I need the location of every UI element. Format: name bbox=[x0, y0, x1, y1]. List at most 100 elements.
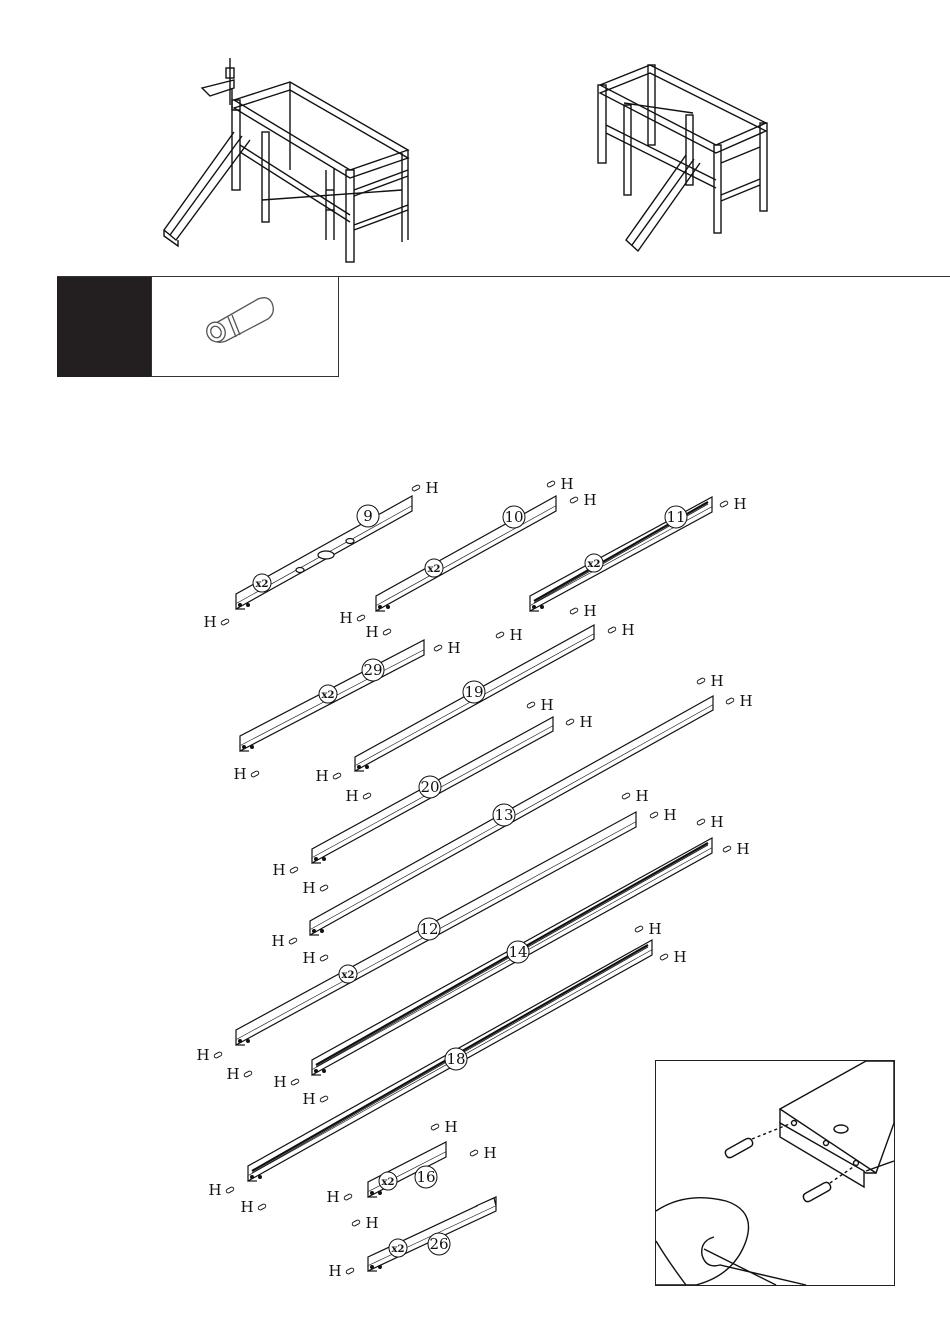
svg-text:H: H bbox=[240, 1198, 253, 1216]
svg-text:H: H bbox=[447, 639, 460, 657]
svg-text:x2: x2 bbox=[256, 579, 269, 590]
dowel-h-part-16: H bbox=[431, 1118, 458, 1136]
svg-text:H: H bbox=[509, 626, 522, 644]
svg-text:13: 13 bbox=[494, 806, 513, 824]
svg-text:H: H bbox=[302, 879, 315, 897]
dowel-h-part-16: H bbox=[470, 1144, 497, 1162]
dowel-h-part-12: H bbox=[622, 787, 649, 805]
dowel-h-part-14: H bbox=[697, 813, 724, 831]
svg-text:H: H bbox=[302, 949, 315, 967]
dowel-h-part-19: H bbox=[345, 787, 371, 805]
part-29-label: 29 bbox=[362, 659, 384, 681]
svg-text:H: H bbox=[710, 813, 723, 831]
dowel-h-part-20: H bbox=[272, 861, 298, 879]
dowel-h-part-18: H bbox=[240, 1198, 266, 1216]
svg-text:x2: x2 bbox=[322, 690, 335, 701]
dowel-h-part-11: H bbox=[496, 626, 523, 644]
dowel-h-part-9: H bbox=[412, 479, 439, 497]
svg-text:H: H bbox=[226, 1065, 239, 1083]
part-11-label: 11 bbox=[665, 506, 687, 528]
dowel-h-part-20: H bbox=[527, 696, 554, 714]
svg-text:H: H bbox=[425, 479, 438, 497]
svg-text:H: H bbox=[710, 672, 723, 690]
svg-text:29: 29 bbox=[363, 661, 382, 679]
dowel-h-part-10: H bbox=[365, 623, 391, 641]
dowel-h-part-19: H bbox=[608, 621, 635, 639]
dowel-insert-detail-illustration bbox=[656, 1061, 894, 1285]
dowel-h-part-13: H bbox=[271, 932, 297, 950]
svg-text:H: H bbox=[583, 491, 596, 509]
part-16-quantity: x2 bbox=[379, 1172, 397, 1190]
dowel-h-part-20: H bbox=[302, 879, 328, 897]
dowel-h-part-14: H bbox=[723, 840, 750, 858]
part-19-label: 19 bbox=[463, 681, 485, 703]
loft-bed-slide-right-illustration bbox=[590, 55, 780, 275]
step-number-block bbox=[57, 277, 151, 377]
dowel-h-part-20: H bbox=[566, 713, 593, 731]
svg-text:x2: x2 bbox=[588, 559, 601, 570]
dowel-h-part-11: H bbox=[720, 495, 747, 513]
svg-text:11: 11 bbox=[666, 508, 685, 526]
dowel-h-part-10: H bbox=[339, 609, 365, 627]
svg-text:18: 18 bbox=[446, 1050, 465, 1068]
dowel-h-part-29: H bbox=[434, 639, 461, 657]
part-26-quantity: x2 bbox=[389, 1239, 407, 1257]
dowel-h-part-14: H bbox=[273, 1073, 299, 1091]
dowel-h-part-16: H bbox=[326, 1188, 352, 1206]
dowel-h-part-10: H bbox=[547, 475, 574, 493]
svg-text:H: H bbox=[444, 1118, 457, 1136]
part-10-quantity: x2 bbox=[425, 559, 443, 577]
svg-text:H: H bbox=[203, 613, 216, 631]
svg-text:19: 19 bbox=[464, 683, 483, 701]
svg-text:H: H bbox=[739, 692, 752, 710]
dowel-h-part-18: H bbox=[660, 948, 687, 966]
dowel-h-part-18: H bbox=[635, 920, 662, 938]
svg-text:12: 12 bbox=[419, 920, 438, 938]
part-12-quantity: x2 bbox=[339, 965, 357, 983]
svg-text:H: H bbox=[483, 1144, 496, 1162]
part-29-quantity: x2 bbox=[319, 685, 337, 703]
dowel-h-part-19: H bbox=[315, 767, 341, 785]
svg-text:H: H bbox=[272, 861, 285, 879]
svg-text:H: H bbox=[273, 1073, 286, 1091]
svg-text:H: H bbox=[345, 787, 358, 805]
svg-text:H: H bbox=[635, 787, 648, 805]
svg-text:x2: x2 bbox=[428, 564, 441, 575]
dowel-h-part-26: H bbox=[328, 1262, 354, 1280]
dowel-h-part-29: H bbox=[233, 765, 259, 783]
part-9-label: 9 bbox=[357, 505, 379, 527]
dowel-h-part-9: H bbox=[203, 613, 229, 631]
dowel-h-part-13: H bbox=[697, 672, 724, 690]
dowel-detail-inset bbox=[655, 1060, 895, 1286]
part-11-quantity: x2 bbox=[585, 554, 603, 572]
svg-text:H: H bbox=[326, 1188, 339, 1206]
svg-text:H: H bbox=[663, 806, 676, 824]
part-10-label: 10 bbox=[503, 506, 525, 528]
dowel-h-part-10: H bbox=[570, 491, 597, 509]
svg-text:H: H bbox=[271, 932, 284, 950]
svg-text:H: H bbox=[208, 1181, 221, 1199]
dowel-h-part-18: H bbox=[208, 1181, 234, 1199]
svg-text:26: 26 bbox=[429, 1235, 448, 1253]
svg-text:16: 16 bbox=[416, 1168, 435, 1186]
part-18-label: 18 bbox=[445, 1048, 467, 1070]
svg-text:x2: x2 bbox=[392, 1244, 405, 1255]
svg-text:H: H bbox=[339, 609, 352, 627]
svg-text:H: H bbox=[302, 1090, 315, 1108]
svg-text:H: H bbox=[540, 696, 553, 714]
svg-text:H: H bbox=[673, 948, 686, 966]
svg-text:H: H bbox=[328, 1262, 341, 1280]
part-20-label: 20 bbox=[419, 776, 441, 798]
svg-text:H: H bbox=[579, 713, 592, 731]
svg-text:H: H bbox=[733, 495, 746, 513]
svg-text:H: H bbox=[736, 840, 749, 858]
svg-text:H: H bbox=[365, 623, 378, 641]
svg-text:14: 14 bbox=[508, 943, 527, 961]
dowel-h-part-16: H bbox=[352, 1214, 379, 1232]
dowel-h-part-12: H bbox=[196, 1046, 222, 1064]
dowel-h-part-13: H bbox=[726, 692, 753, 710]
part-12-label: 12 bbox=[418, 918, 440, 940]
svg-text:H: H bbox=[315, 767, 328, 785]
dowel-h-part-13: H bbox=[302, 949, 328, 967]
dowel-h-part-12: H bbox=[226, 1065, 252, 1083]
